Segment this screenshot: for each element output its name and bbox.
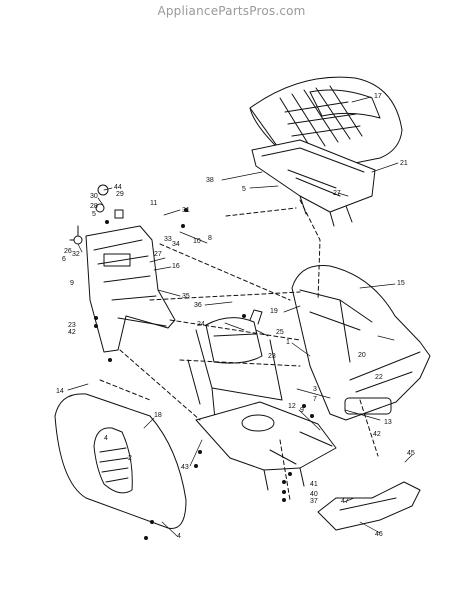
- callout-23: 23: [68, 322, 76, 329]
- callout-labels: 17 21 38 5 27 44 30 29 28 5 11 31 26 6 3…: [56, 93, 415, 540]
- callout-43: 43: [181, 464, 189, 471]
- callout-5: 5: [92, 211, 96, 218]
- callout-7: 7: [313, 396, 317, 403]
- hood-frame-part[interactable]: [251, 139, 376, 227]
- callout-11: 11: [150, 200, 157, 207]
- callout-9: 9: [70, 280, 74, 287]
- callout-20: 20: [358, 352, 366, 359]
- callout-40: 40: [310, 491, 318, 498]
- callout-4: 4: [104, 435, 108, 442]
- fuel-tank-part[interactable]: [205, 309, 263, 364]
- callout-44: 44: [114, 184, 122, 191]
- chassis-frame-part[interactable]: [195, 401, 337, 491]
- callout-5: 5: [242, 186, 246, 193]
- callout-13: 13: [384, 419, 392, 426]
- callout-9: 9: [300, 407, 304, 414]
- callout-17: 17: [374, 93, 382, 100]
- callout-4: 4: [177, 533, 181, 540]
- callout-14: 14: [56, 388, 64, 395]
- callout-23: 23: [268, 353, 276, 360]
- callout-26: 26: [64, 248, 72, 255]
- callout-21: 21: [400, 160, 408, 167]
- callout-25: 25: [276, 329, 284, 336]
- front-grille-part[interactable]: [291, 264, 431, 421]
- callout-15: 15: [397, 280, 405, 287]
- callout-6: 6: [62, 256, 66, 263]
- callout-37: 37: [310, 498, 318, 505]
- callout-38: 38: [206, 177, 214, 184]
- callout-12: 12: [288, 403, 296, 410]
- callout-34: 34: [172, 241, 180, 248]
- callout-45: 45: [407, 450, 415, 457]
- callout-42: 42: [373, 431, 381, 438]
- callout-29: 29: [116, 191, 124, 198]
- callout-47: 47: [341, 498, 349, 505]
- callout-2: 2: [128, 455, 132, 462]
- switch-cluster-part[interactable]: [69, 184, 124, 245]
- callout-18: 18: [154, 412, 162, 419]
- dash-tower-part[interactable]: [85, 225, 176, 353]
- callout-16: 16: [172, 263, 180, 270]
- callout-10: 10: [193, 238, 201, 245]
- callout-33: 33: [164, 236, 172, 243]
- callout-3: 3: [313, 386, 317, 393]
- callout-32: 32: [72, 251, 80, 258]
- side-panel-part[interactable]: [54, 393, 187, 529]
- callout-41: 41: [310, 481, 318, 488]
- callout-46: 46: [375, 531, 383, 538]
- callout-31: 31: [182, 207, 190, 214]
- callout-27: 27: [333, 190, 341, 197]
- assembly-guide-lines: [99, 199, 379, 501]
- callout-42: 42: [68, 329, 76, 336]
- callout-8: 8: [208, 235, 212, 242]
- leader-lines: [67, 96, 413, 537]
- callout-1: 1: [286, 339, 290, 346]
- callout-27: 27: [154, 251, 162, 258]
- watermark: AppliancePartsPros.com: [157, 4, 306, 18]
- callout-30: 30: [90, 193, 98, 200]
- callout-28: 28: [90, 203, 98, 210]
- callout-19: 19: [270, 308, 278, 315]
- callout-35: 35: [182, 293, 190, 300]
- front-bumper-part[interactable]: [317, 481, 421, 531]
- callout-36: 36: [194, 302, 202, 309]
- hardware-fasteners: [94, 208, 314, 540]
- callout-22: 22: [375, 374, 383, 381]
- callout-24: 24: [197, 321, 205, 328]
